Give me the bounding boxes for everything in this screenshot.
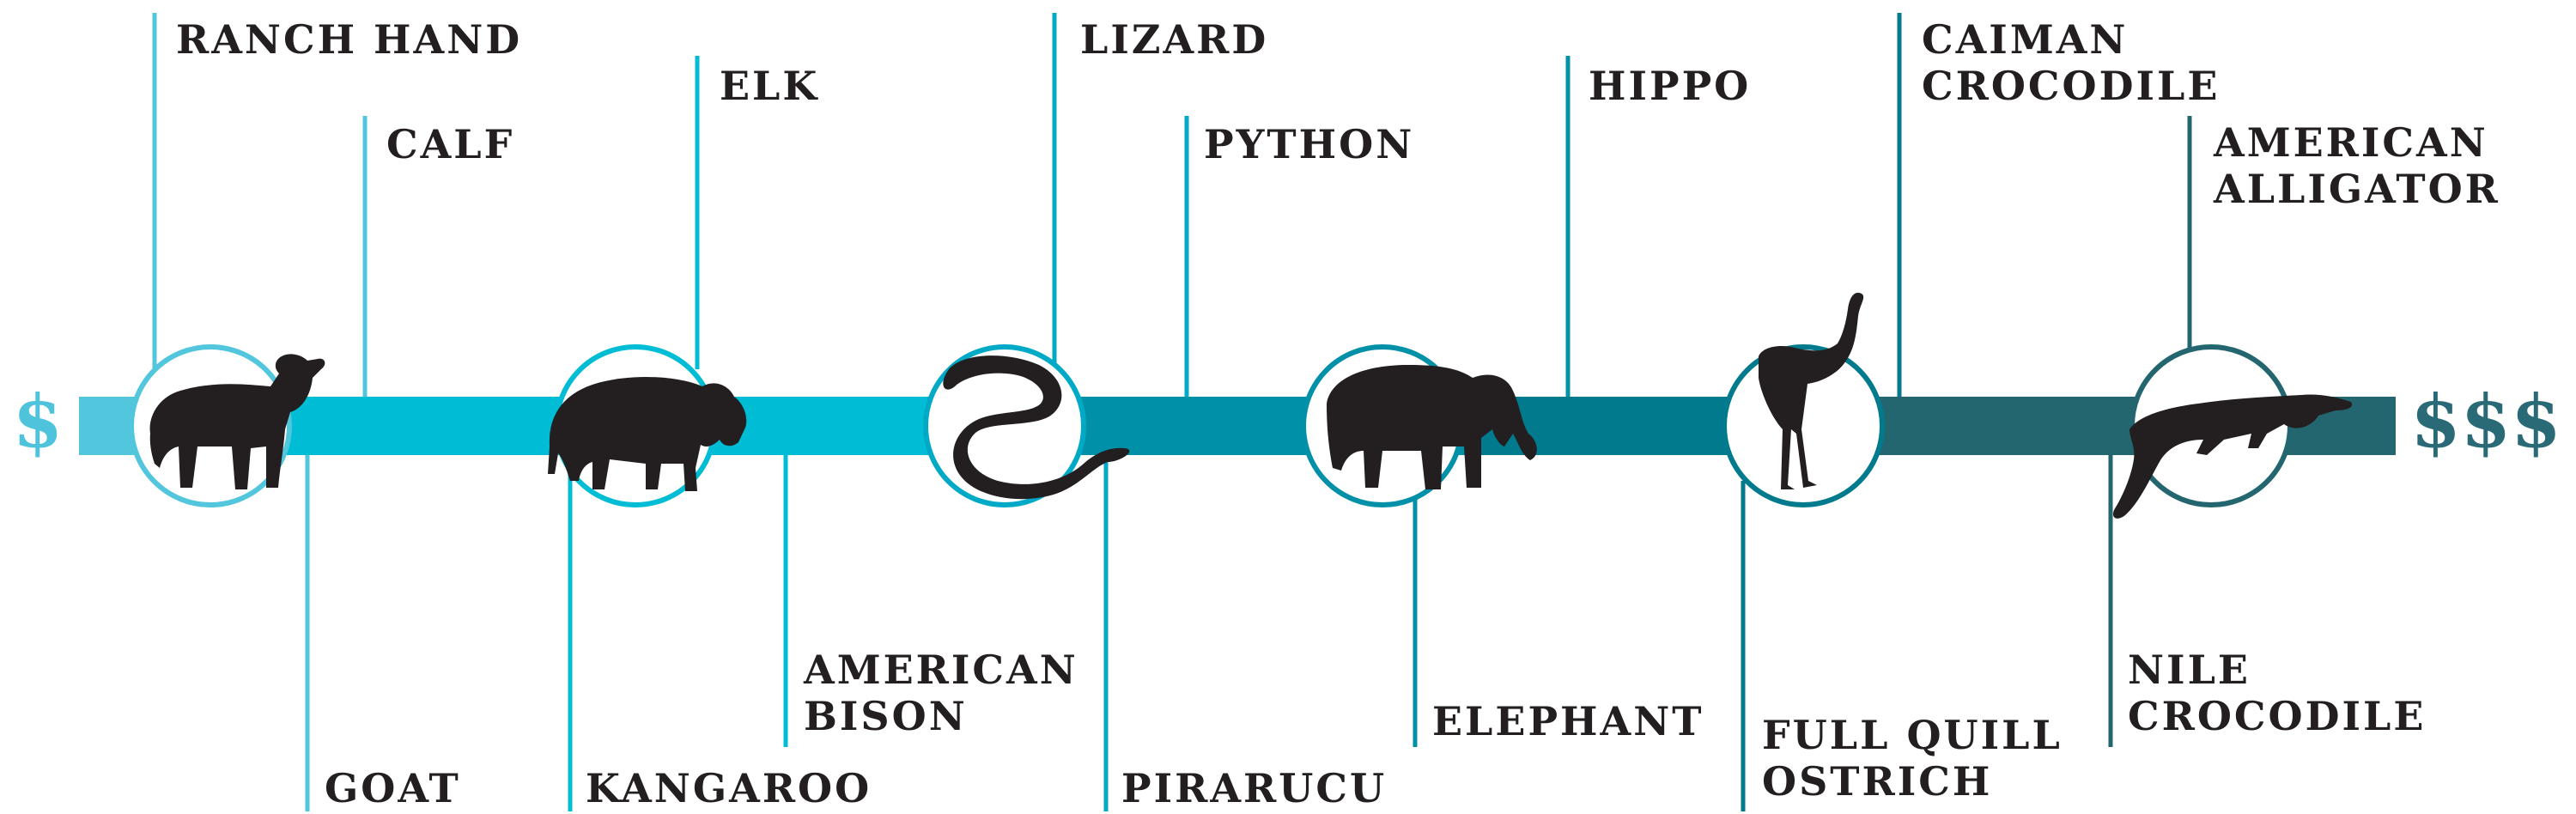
label-hippo: HIPPO xyxy=(1589,63,1751,109)
label-line: PIRARUCU xyxy=(1121,765,1387,811)
label-line: CALF xyxy=(386,121,514,167)
leader-lines xyxy=(152,13,2192,811)
label-line: ALLIGATOR xyxy=(2213,166,2500,212)
elephant-icon xyxy=(1327,365,1537,489)
label-line: BISON xyxy=(804,693,968,739)
label-line: PYTHON xyxy=(1204,121,1414,167)
label-line: GOAT xyxy=(325,765,461,811)
label-line: NILE xyxy=(2128,647,2251,693)
label-line: AMERICAN xyxy=(2213,119,2488,166)
label-python: PYTHON xyxy=(1204,121,1414,167)
label-line: LIZARD xyxy=(1080,16,1268,63)
bison-icon xyxy=(548,376,747,491)
label-line: AMERICAN xyxy=(803,647,1078,693)
label-line: HIPPO xyxy=(1589,63,1751,109)
label-line: ELK xyxy=(720,63,819,109)
label-ranch-hand: RANCH HAND xyxy=(176,16,522,63)
label-line: RANCH HAND xyxy=(176,16,522,63)
label-goat: GOAT xyxy=(325,765,461,811)
label-calf: CALF xyxy=(386,121,514,167)
label-pirarucu: PIRARUCU xyxy=(1121,765,1387,811)
label-elephant: ELEPHANT xyxy=(1432,698,1704,744)
label-line: ELEPHANT xyxy=(1432,698,1704,744)
label-line: OSTRICH xyxy=(1762,758,1992,805)
high-price-label: $$$ xyxy=(2410,379,2561,464)
lamb-icon xyxy=(149,354,325,489)
label-line: CAIMAN xyxy=(1922,16,2128,63)
low-price-label: $ xyxy=(13,379,63,464)
label-line: KANGAROO xyxy=(586,765,872,811)
python-icon xyxy=(943,355,1130,500)
label-line: FULL QUILL xyxy=(1762,712,2063,758)
label-line: CROCODILE xyxy=(2128,693,2426,739)
label-lizard: LIZARD xyxy=(1080,16,1268,63)
label-elk: ELK xyxy=(720,63,819,109)
label-kangaroo: KANGAROO xyxy=(586,765,872,811)
ostrich-icon xyxy=(1759,292,1864,489)
price-scale-bar xyxy=(79,397,2396,455)
crocodile-icon xyxy=(2112,394,2353,519)
label-line: CROCODILE xyxy=(1922,63,2220,109)
